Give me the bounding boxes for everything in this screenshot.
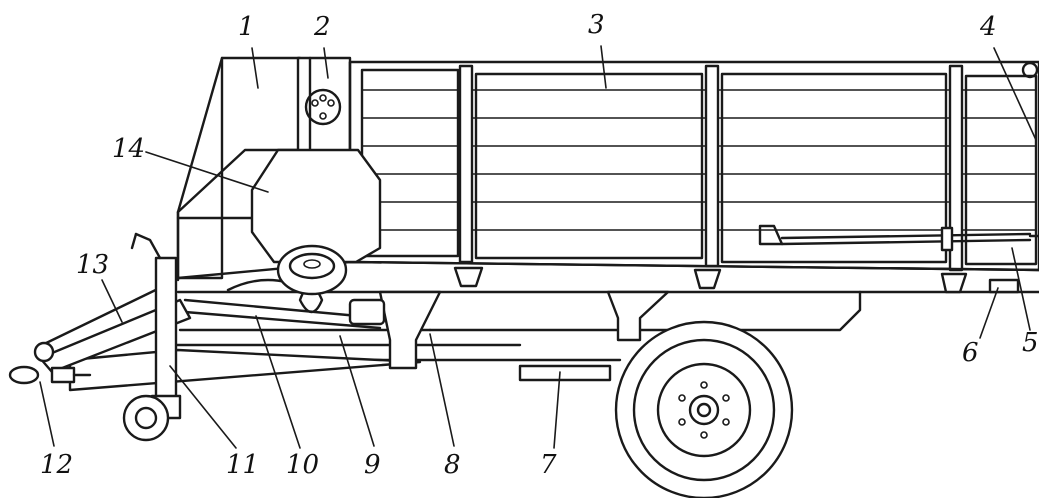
hitch: [8, 365, 92, 385]
callout-3: 3: [588, 10, 605, 40]
callout-8: 8: [444, 450, 461, 480]
support-jack: [122, 232, 182, 442]
callout-1: 1: [238, 12, 255, 42]
tension-rod: [758, 224, 1039, 252]
callout-4: 4: [980, 12, 997, 42]
callout-2: 2: [314, 12, 331, 42]
callout-10: 10: [286, 450, 320, 480]
callout-9: 9: [364, 450, 381, 480]
gearbox-cover: [250, 148, 382, 264]
callout-5: 5: [1022, 328, 1039, 358]
leader-lines: [39, 45, 1037, 449]
callout-13: 13: [76, 250, 110, 280]
drive-shaft: [183, 278, 386, 330]
callout-7: 7: [540, 450, 557, 480]
drive-housing: [296, 56, 352, 158]
callout-11: 11: [226, 450, 260, 480]
side-board: [348, 60, 1039, 272]
small-wheel: [276, 244, 348, 296]
callout-6: 6: [962, 338, 979, 368]
lower-frame: [68, 260, 1039, 392]
callout-14: 14: [112, 134, 146, 164]
callout-12: 12: [40, 450, 74, 480]
main-wheel: [614, 320, 794, 498]
drawbar: [33, 282, 192, 374]
